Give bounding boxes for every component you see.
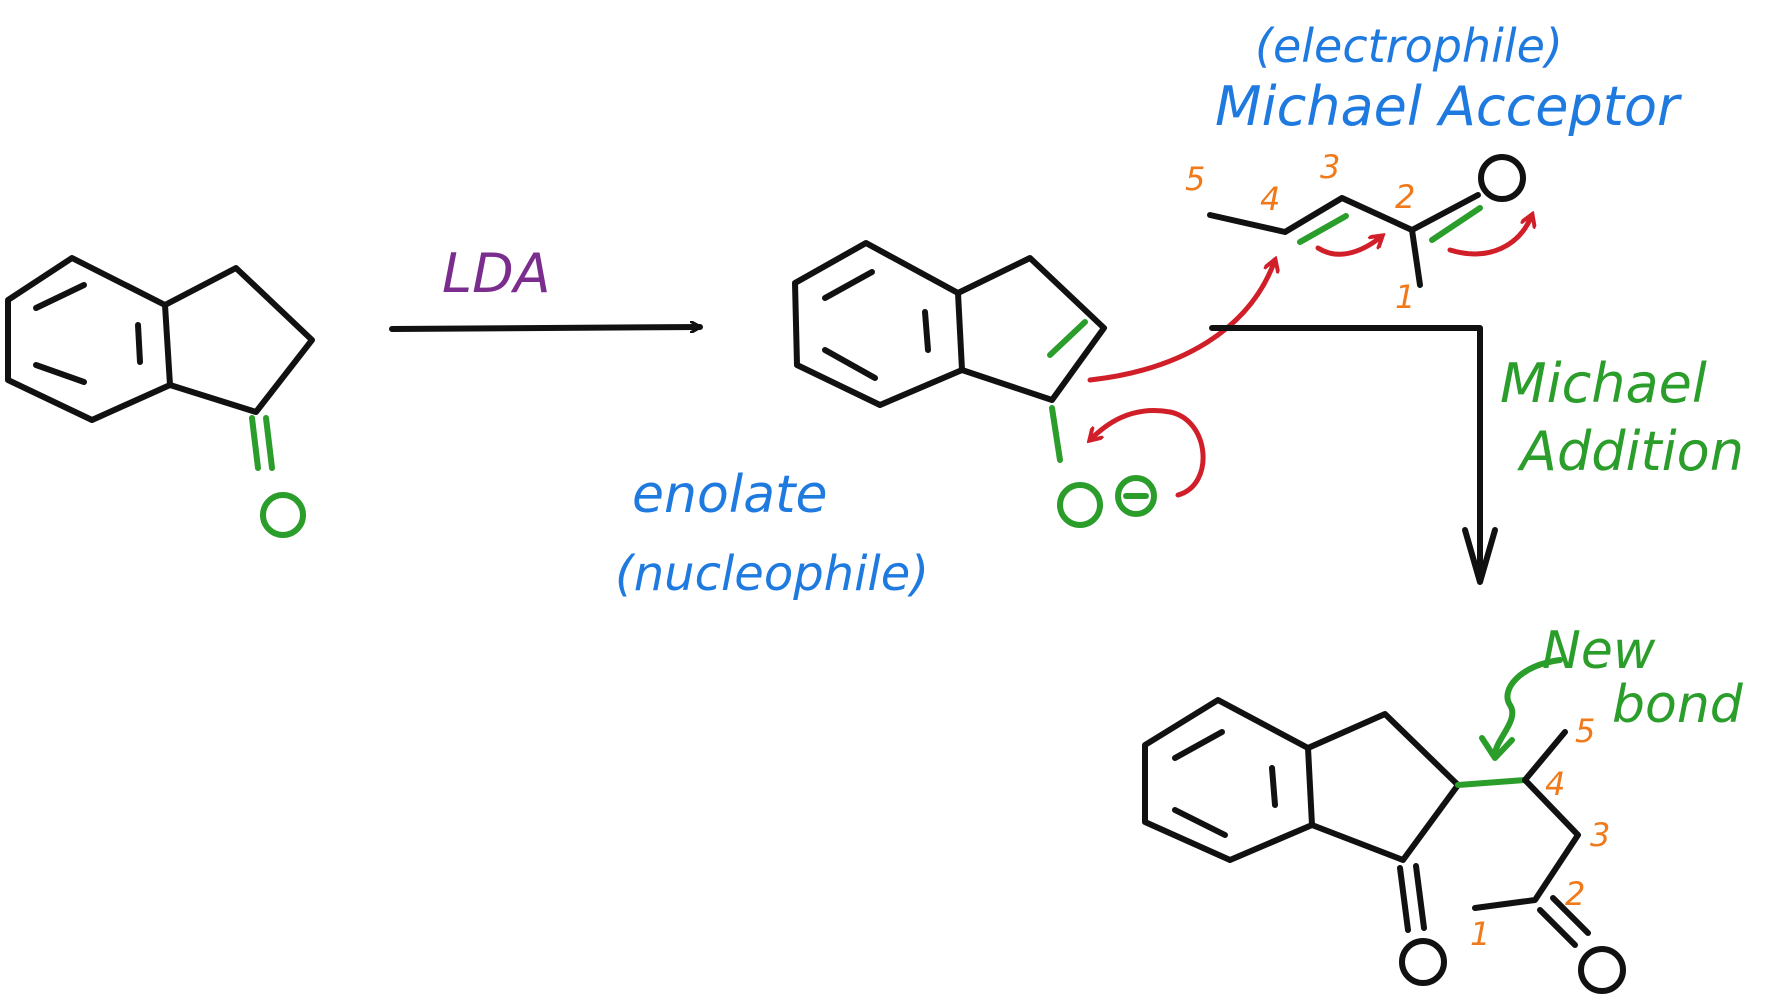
reagent-label: LDA — [442, 242, 551, 305]
acceptor-oxygen-atom — [1478, 154, 1526, 202]
michael-acceptor-molecule: 5 4 3 2 1 — [1185, 148, 1532, 316]
lda-reaction-arrow: LDA — [389, 242, 703, 329]
enolate-label: enolate — [632, 465, 827, 525]
enolate-oxygen-atom — [1057, 482, 1103, 528]
bond-label: bond — [1612, 675, 1744, 735]
electrophile-label: (electrophile) — [1255, 19, 1563, 73]
acceptor-number-1: 1 — [1395, 278, 1415, 316]
acceptor-number-3: 3 — [1320, 148, 1340, 186]
negative-charge-icon — [1115, 475, 1157, 517]
product-molecule: 5 4 3 2 1 — [1142, 657, 1626, 994]
product-number-4: 4 — [1545, 765, 1565, 803]
nucleophile-label: (nucleophile) — [615, 546, 929, 602]
new-bond-arrow — [1492, 657, 1563, 758]
product-ketone-oxygen-atom — [1399, 938, 1447, 986]
acceptor-number-2: 2 — [1395, 178, 1415, 216]
indanone-molecule — [5, 255, 315, 538]
product-number-3: 3 — [1590, 816, 1610, 854]
product-side-oxygen-atom — [1578, 946, 1626, 994]
new-label: New — [1542, 621, 1656, 681]
product-number-1: 1 — [1470, 915, 1490, 953]
acceptor-number-4: 4 — [1260, 180, 1280, 218]
enolate-molecule — [792, 240, 1275, 528]
acceptor-number-5: 5 — [1185, 160, 1205, 198]
product-number-2: 2 — [1565, 875, 1585, 913]
addition-label: Addition — [1517, 420, 1744, 483]
michael-label: Michael — [1500, 352, 1707, 415]
carbonyl-oxygen-atom — [260, 492, 306, 538]
michael-addition-arrow — [1209, 325, 1498, 585]
product-number-5: 5 — [1575, 712, 1595, 750]
michael-acceptor-label: Michael Acceptor — [1215, 75, 1682, 138]
